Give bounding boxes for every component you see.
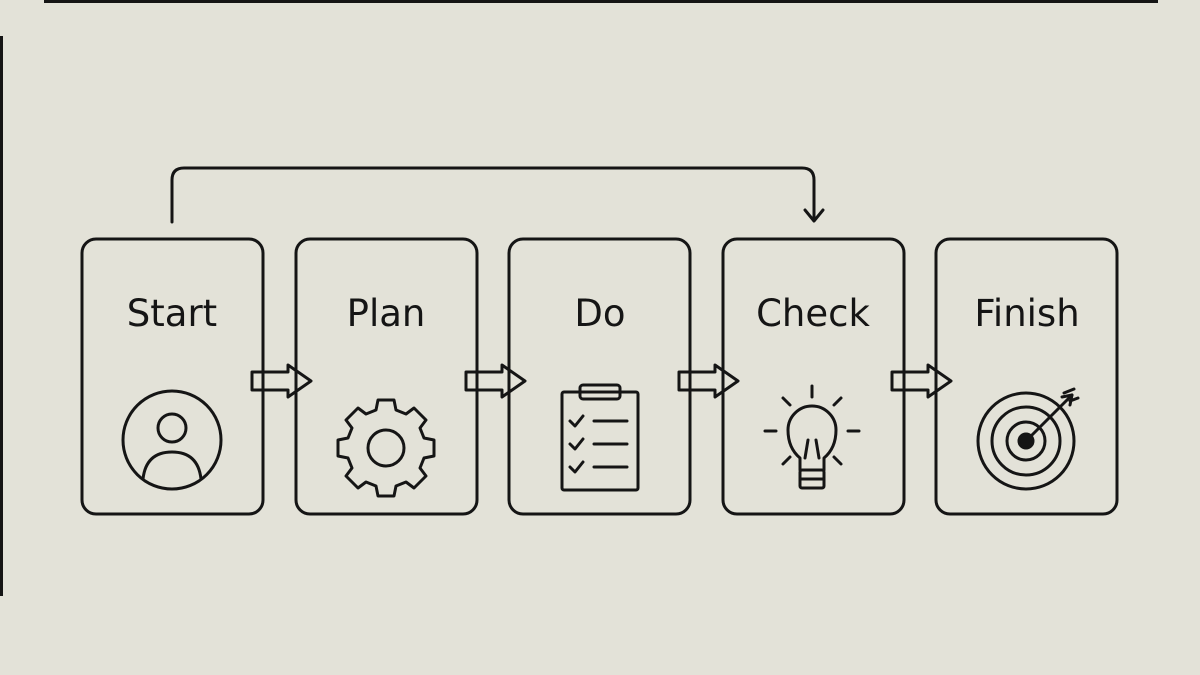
step-label-check: Check [756,292,870,335]
arrow-check-to-finish [890,363,953,399]
step-box-check[interactable] [721,237,906,516]
arrow-do-to-check [677,363,740,399]
gear-icon [336,398,436,498]
target-dart-icon [976,387,1080,491]
arrow-start-to-plan [250,363,313,399]
lightbulb-icon [763,384,861,490]
loop-connector-start-to-check [170,166,825,224]
step-label-do: Do [574,292,625,335]
step-label-start: Start [127,292,217,335]
step-box-finish[interactable] [934,237,1119,516]
step-box-do[interactable] [507,237,692,516]
clipboard-checklist-icon [560,383,640,492]
step-box-plan[interactable] [294,237,479,516]
step-box-start[interactable] [80,237,265,516]
arrow-plan-to-do [464,363,527,399]
step-label-plan: Plan [347,292,426,335]
person-circle-icon [121,389,223,491]
step-label-finish: Finish [974,292,1079,335]
